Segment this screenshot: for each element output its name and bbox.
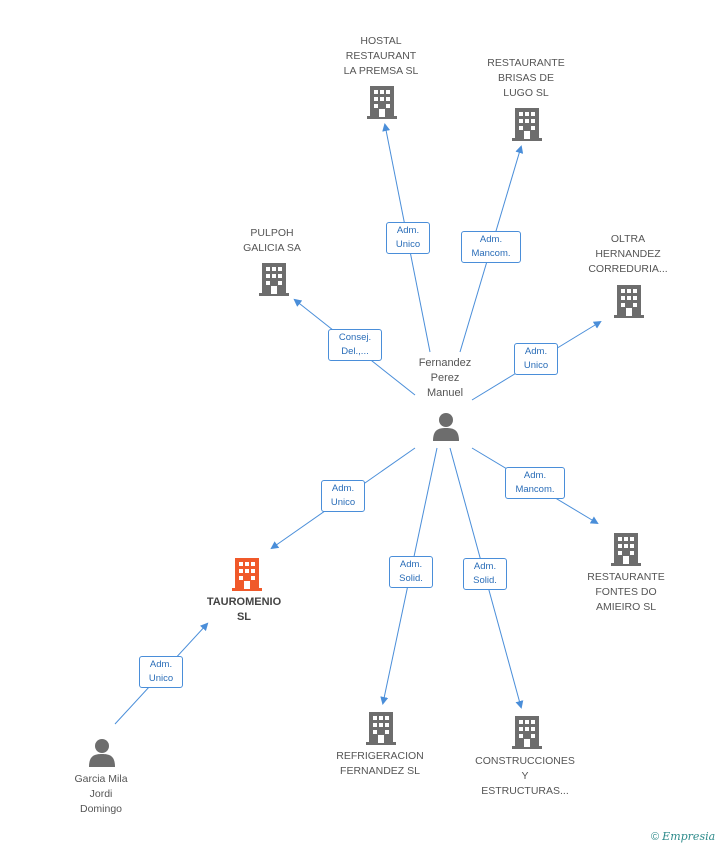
copyright-icon: © — [651, 831, 660, 843]
building-icon — [512, 108, 542, 141]
building-icon — [611, 533, 641, 566]
company-name: HOSTAL RESTAURANT LA PREMSA SL — [343, 35, 419, 77]
company-name: TAUROMENIO SL — [206, 596, 282, 623]
company-node-construcciones[interactable]: CONSTRUCCIONES Y ESTRUCTURAS... — [472, 754, 578, 799]
company-node-tauromenio[interactable]: TAUROMENIO SL — [198, 595, 290, 625]
company-name: RESTAURANTE FONTES DO AMIEIRO SL — [587, 571, 665, 613]
building-icon — [614, 285, 644, 318]
footer: © Empresia — [651, 830, 715, 843]
relation-tag[interactable]: Adm.Solid. — [463, 558, 507, 590]
company-node-refrigeracion[interactable]: REFRIGERACION FERNANDEZ SL — [330, 749, 430, 779]
relation-tag[interactable]: Consej.Del.,... — [328, 329, 382, 361]
relation-tag[interactable]: Adm.Solid. — [389, 556, 433, 588]
relation-tag[interactable]: Adm.Mancom. — [461, 231, 521, 263]
company-node-pulpoh[interactable]: PULPOH GALICIA SA — [230, 226, 314, 256]
person-node-center[interactable]: Fernandez Perez Manuel — [405, 356, 485, 401]
building-icon — [366, 712, 396, 745]
person-icon — [89, 739, 115, 767]
relation-tag[interactable]: Adm.Unico — [386, 222, 430, 254]
company-name: OLTRA HERNANDEZ CORREDURIA... — [588, 233, 668, 275]
building-icon — [512, 716, 542, 749]
company-node-brisas[interactable]: RESTAURANTE BRISAS DE LUGO SL — [478, 56, 574, 101]
building-icon-focus — [232, 558, 262, 591]
person-icon — [433, 413, 459, 441]
brand-logo[interactable]: Empresia — [662, 830, 716, 843]
relation-tag[interactable]: Adm.Mancom. — [505, 467, 565, 499]
company-name: REFRIGERACION FERNANDEZ SL — [336, 750, 424, 777]
building-icon — [259, 263, 289, 296]
person-name: Fernandez Perez Manuel — [418, 357, 472, 399]
relation-tag[interactable]: Adm.Unico — [139, 656, 183, 688]
company-node-oltra[interactable]: OLTRA HERNANDEZ CORREDURIA... — [584, 232, 672, 277]
person-name: Garcia Mila Jordi Domingo — [74, 773, 128, 815]
company-name: RESTAURANTE BRISAS DE LUGO SL — [487, 57, 565, 99]
company-node-hostal[interactable]: HOSTAL RESTAURANT LA PREMSA SL — [336, 34, 426, 79]
relation-tag[interactable]: Adm.Unico — [321, 480, 365, 512]
relation-tag[interactable]: Adm.Unico — [514, 343, 558, 375]
company-name: CONSTRUCCIONES Y ESTRUCTURAS... — [475, 755, 575, 797]
company-name: PULPOH GALICIA SA — [243, 227, 301, 254]
building-icon — [367, 86, 397, 119]
person-node-garcia[interactable]: Garcia Mila Jordi Domingo — [55, 772, 147, 817]
company-node-fontes[interactable]: RESTAURANTE FONTES DO AMIEIRO SL — [578, 570, 674, 615]
